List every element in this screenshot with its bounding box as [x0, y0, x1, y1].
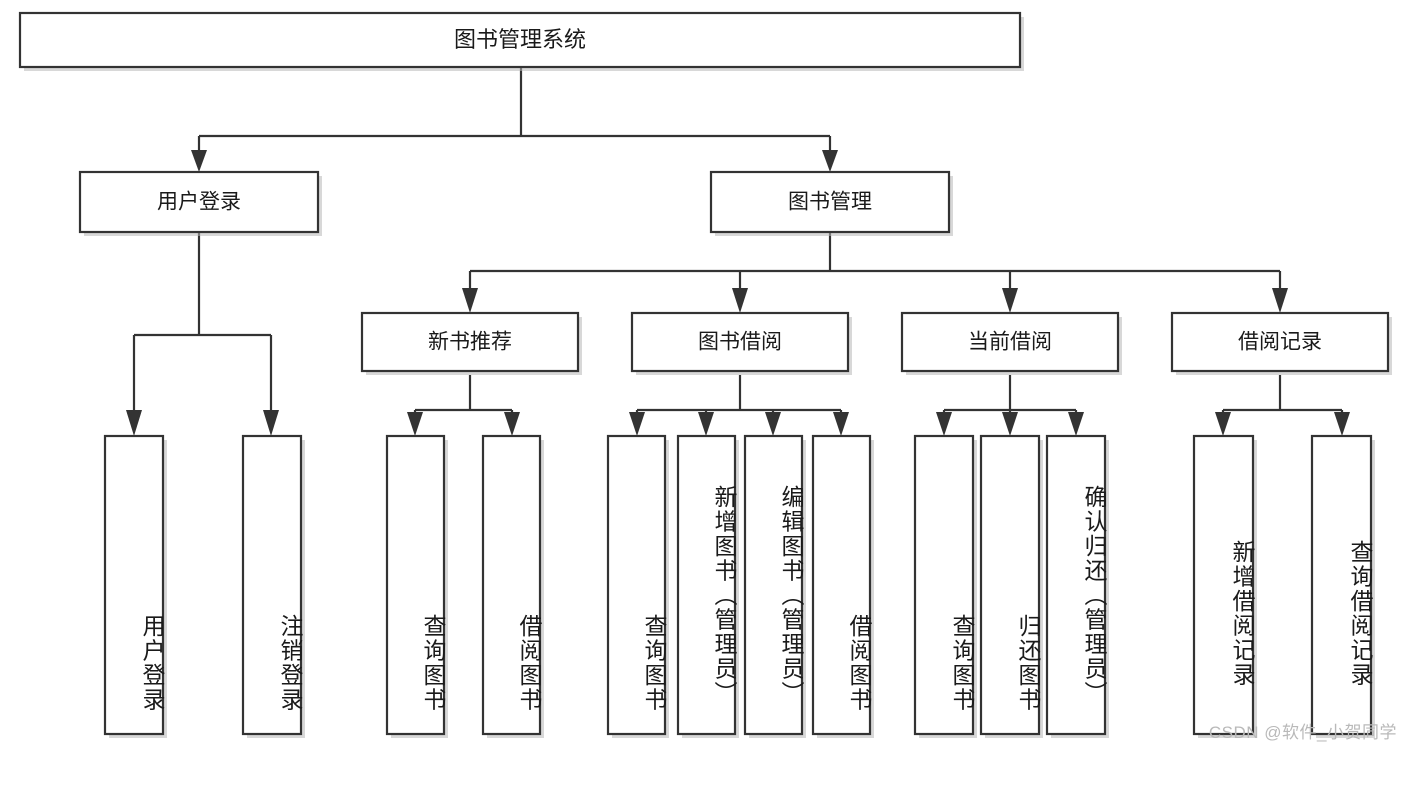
arrow-icon	[698, 412, 714, 436]
node-book-borrow-label: 图书借阅	[698, 331, 782, 354]
leaf-boxes	[103, 434, 1375, 738]
node-leaf-query-book-3[interactable]	[913, 434, 977, 738]
node-leaf-edit-book[interactable]	[743, 434, 806, 738]
node-leaf-confirm-return[interactable]	[1045, 434, 1109, 738]
node-leaf-add-record[interactable]	[1192, 434, 1257, 738]
arrow-icon	[191, 150, 207, 172]
node-user-login-label: 用户登录	[157, 191, 241, 214]
connectors-root-to-level2	[191, 67, 838, 172]
arrow-icon	[504, 412, 520, 436]
arrow-icon	[263, 410, 279, 436]
node-leaf-add-book[interactable]	[676, 434, 739, 738]
connectors-bookmanage-to-level3	[462, 233, 1288, 313]
node-book-manage-label: 图书管理	[788, 191, 872, 214]
arrow-icon	[1068, 412, 1084, 436]
arrow-icon	[1215, 412, 1231, 436]
node-leaf-borrow-book-2[interactable]	[811, 434, 874, 738]
node-root[interactable]: 图书管理系统	[18, 11, 1024, 71]
node-root-label: 图书管理系统	[454, 27, 586, 52]
arrow-icon	[1334, 412, 1350, 436]
node-new-book-recommend[interactable]: 新书推荐	[360, 311, 582, 375]
arrow-icon	[126, 410, 142, 436]
arrow-icon	[407, 412, 423, 436]
node-new-book-recommend-label: 新书推荐	[428, 331, 512, 354]
node-leaf-borrow-book-1[interactable]	[481, 434, 544, 738]
node-current-borrow-label: 当前借阅	[968, 331, 1052, 354]
connectors-userlogin-to-leaves	[126, 233, 279, 436]
arrow-icon	[765, 412, 781, 436]
connectors-newbook-to-leaves	[407, 375, 520, 436]
connectors-currentborrow-to-leaves	[936, 375, 1084, 436]
node-leaf-query-book-1[interactable]	[385, 434, 448, 738]
node-leaf-user-logout[interactable]	[241, 434, 305, 738]
node-borrow-record[interactable]: 借阅记录	[1170, 311, 1392, 375]
arrow-icon	[629, 412, 645, 436]
functional-structure-diagram: 图书管理系统 用户登录 图书管理 新书推荐 图书借阅 当前借阅	[18, 11, 1397, 742]
arrow-icon	[822, 150, 838, 172]
node-book-manage[interactable]: 图书管理	[709, 170, 953, 236]
diagram-canvas: 图书管理系统 用户登录 图书管理 新书推荐 图书借阅 当前借阅	[18, 11, 1392, 738]
node-leaf-user-login[interactable]	[103, 434, 167, 738]
node-borrow-record-label: 借阅记录	[1238, 331, 1322, 354]
arrow-icon	[833, 412, 849, 436]
node-user-login[interactable]: 用户登录	[78, 170, 322, 236]
watermark: CSDN @软件_小贺同学	[1208, 723, 1397, 742]
node-current-borrow[interactable]: 当前借阅	[900, 311, 1122, 375]
connectors-bookborrow-to-leaves	[629, 375, 849, 436]
connectors-borrowrecord-to-leaves	[1215, 375, 1350, 436]
node-leaf-query-book-2[interactable]	[606, 434, 669, 738]
node-book-borrow[interactable]: 图书借阅	[630, 311, 852, 375]
arrow-icon	[1272, 288, 1288, 313]
node-leaf-return-book[interactable]	[979, 434, 1043, 738]
node-leaf-query-record[interactable]	[1310, 434, 1375, 738]
arrow-icon	[1002, 412, 1018, 436]
arrow-icon	[1002, 288, 1018, 313]
arrow-icon	[936, 412, 952, 436]
arrow-icon	[732, 288, 748, 313]
arrow-icon	[462, 288, 478, 313]
